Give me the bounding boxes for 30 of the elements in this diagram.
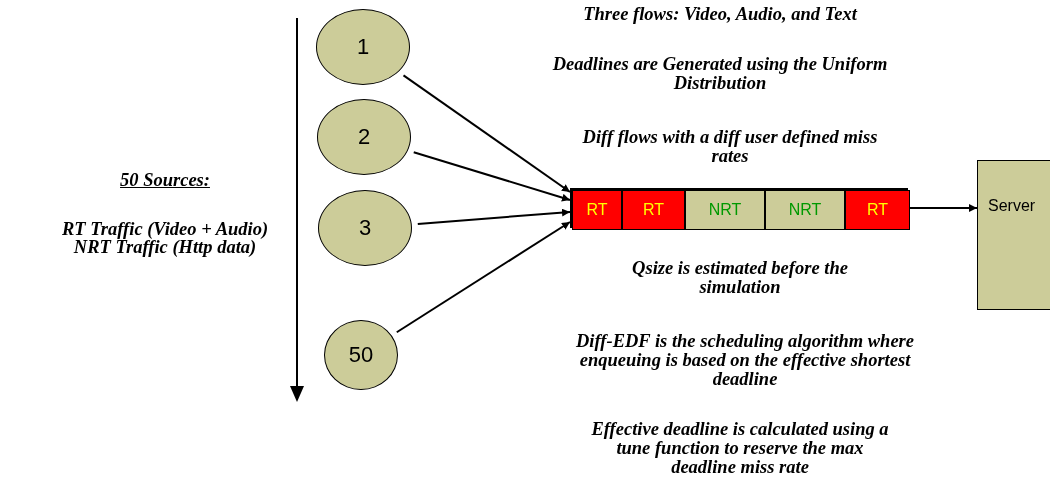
note-text: Deadlines are Generated using the Uniform Distribution (551, 55, 889, 93)
section-heading: 50 Sources: (119, 171, 211, 190)
arrow (395, 221, 571, 334)
server-label: Server (988, 197, 1036, 215)
nrt-packet-cell (685, 190, 765, 230)
note-text: Effective deadline is calculated using a tune function to reserve the max deadline miss rate (590, 420, 890, 477)
rt-packet-cell (572, 190, 622, 230)
arrow (416, 208, 571, 225)
source-number: 3 (358, 215, 372, 241)
packet-label: NRT (788, 201, 822, 219)
note-text: Diff flows with a diff user defined miss rates (581, 128, 879, 166)
note-text: RT Traffic (Video + Audio) (60, 220, 270, 239)
packet-label: RT (586, 201, 608, 219)
source-number: 2 (357, 124, 371, 150)
server-box (977, 160, 1050, 310)
packet-label: RT (642, 201, 664, 219)
rt-packet-cell (622, 190, 685, 230)
source-number: 1 (356, 34, 370, 60)
note-text: Diff-EDF is the scheduling algorithm where enqueuing is based on the effective shortest deadline (575, 332, 915, 389)
queue-bar (570, 188, 908, 228)
packet-label: NRT (708, 201, 742, 219)
arrow (412, 151, 571, 202)
arrow (402, 74, 571, 193)
source-number: 50 (348, 342, 374, 368)
nrt-packet-cell (765, 190, 845, 230)
packet-label: RT (866, 201, 888, 219)
note-text: Qsize is estimated before the simulation (631, 259, 849, 297)
note-text: NRT Traffic (Http data) (72, 238, 257, 257)
note-text: Three flows: Video, Audio, and Text (582, 5, 859, 24)
rt-packet-cell (845, 190, 910, 230)
